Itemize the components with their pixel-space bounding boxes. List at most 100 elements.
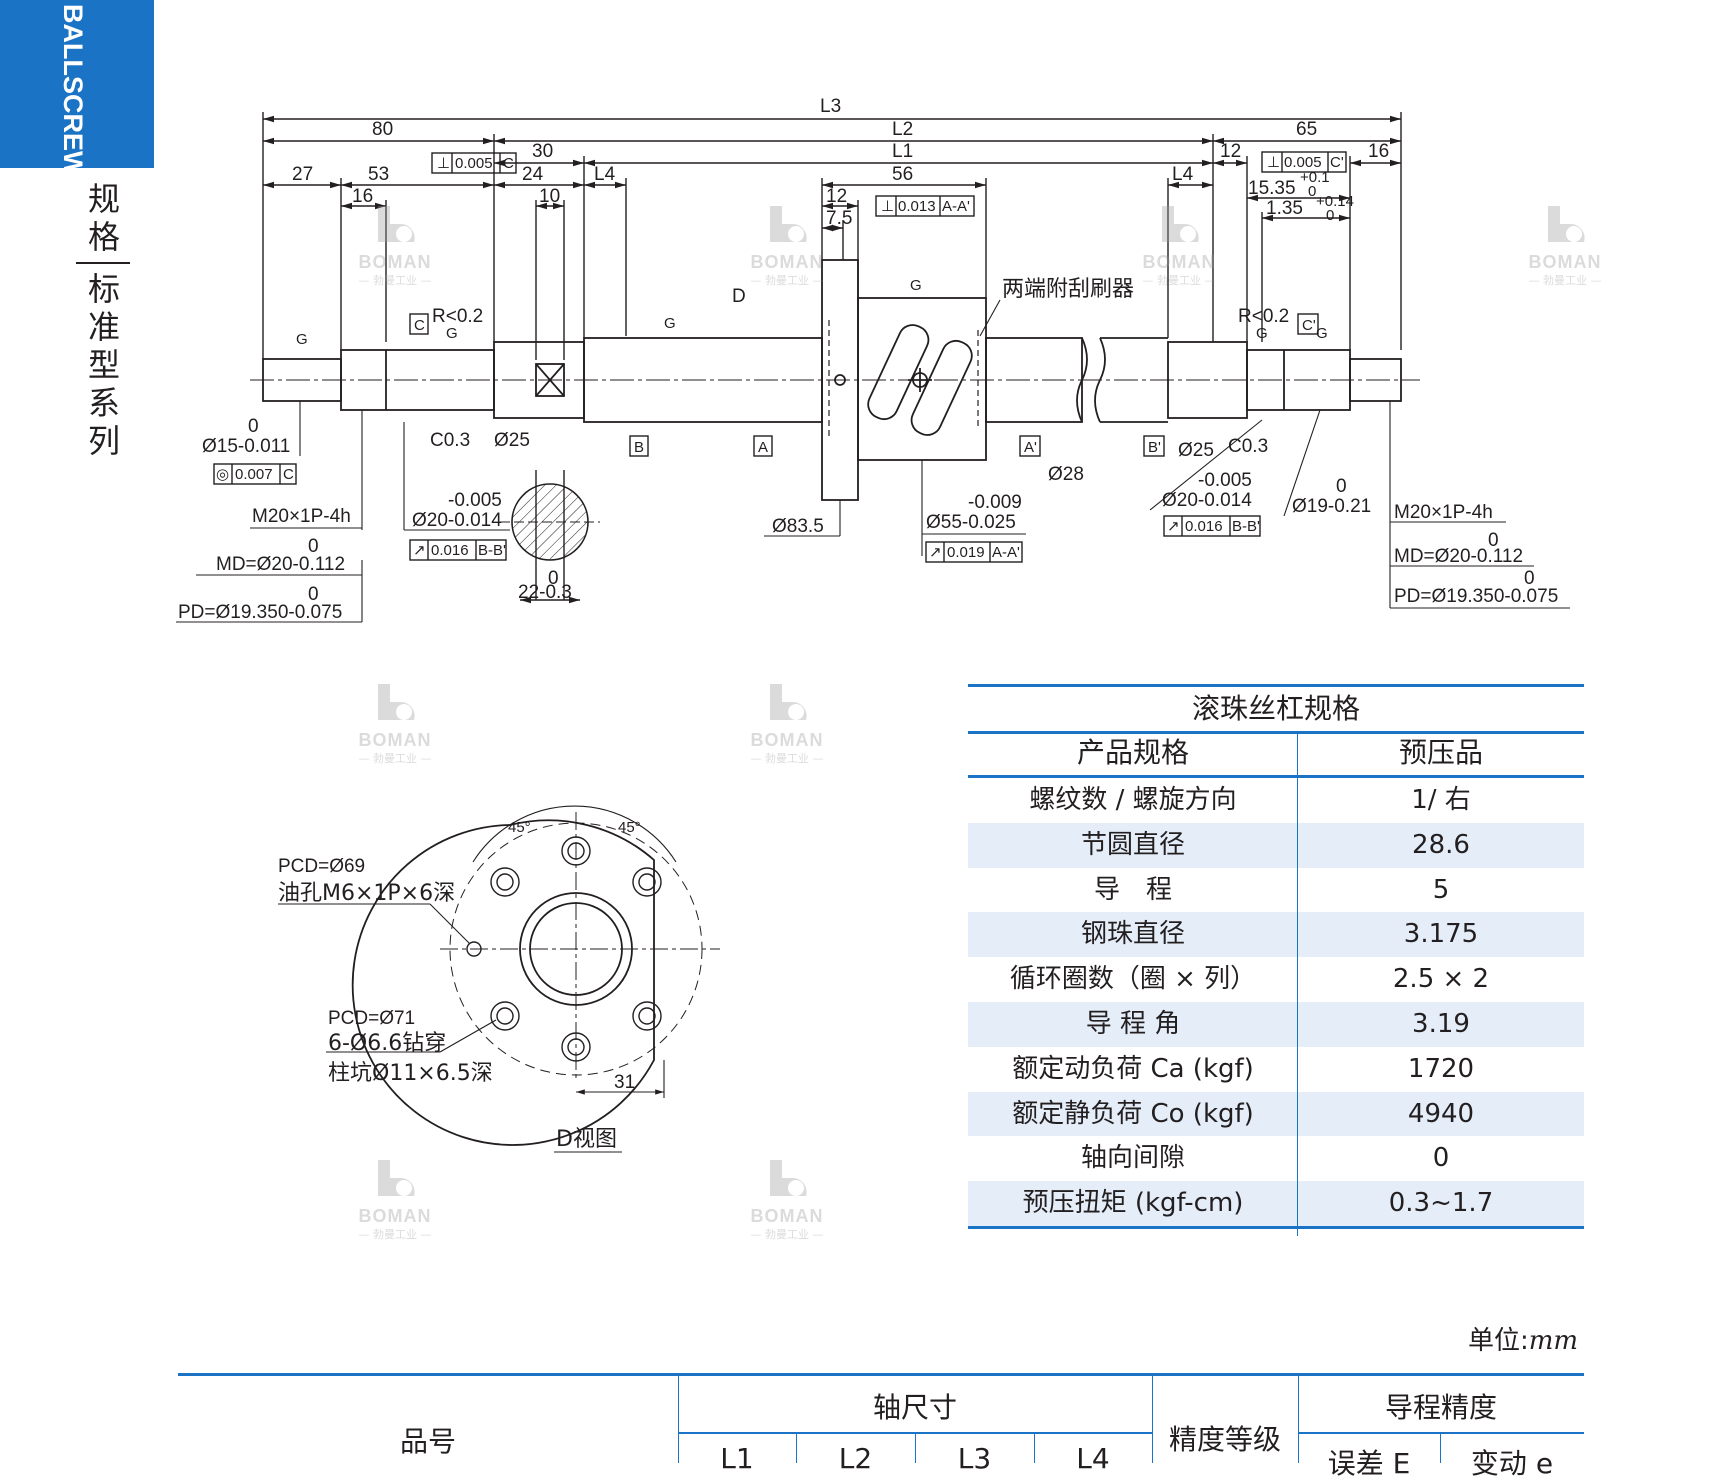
table-row: 额定动负荷 Ca (kgf)1720 xyxy=(1012,1053,1475,1084)
svg-text:45°: 45° xyxy=(508,819,531,836)
svg-text:24: 24 xyxy=(522,164,544,185)
svg-text:G: G xyxy=(296,331,308,348)
svg-text:C: C xyxy=(414,317,425,334)
table-divider xyxy=(1298,1432,1584,1434)
watermark-logo: BOMAN — 勃曼工业 — xyxy=(732,202,842,292)
table-divider xyxy=(1034,1434,1035,1463)
table-divider xyxy=(1152,1376,1153,1463)
ballscrew-drawing: L3 80 L2 65 30 L1 12 16 27 53 24 L4 56 L… xyxy=(176,96,1570,1153)
d-view-text: 45° 45° PCD=Ø69 油孔M6×1P×6深 PCD=Ø71 6-Ø6.… xyxy=(278,819,641,1152)
svg-text:-0.005: -0.005 xyxy=(448,490,502,511)
svg-text:6-Ø6.6钻穿: 6-Ø6.6钻穿 xyxy=(328,1031,446,1056)
svg-text:Ø25: Ø25 xyxy=(494,430,530,451)
boman-logo-icon xyxy=(378,684,415,720)
svg-text:↗: ↗ xyxy=(929,544,942,561)
svg-text:R<0.2: R<0.2 xyxy=(1238,306,1289,327)
svg-text:12: 12 xyxy=(1220,141,1241,162)
section-view xyxy=(500,470,600,604)
svg-text:L2: L2 xyxy=(892,119,913,140)
svg-text:16: 16 xyxy=(1368,141,1389,162)
header-l3: L3 xyxy=(957,1442,992,1475)
svg-text:PCD=Ø71: PCD=Ø71 xyxy=(328,1008,415,1029)
svg-text:0.016: 0.016 xyxy=(431,542,469,559)
table-row: 额定静负荷 Co (kgf)4940 xyxy=(968,1091,1584,1137)
svg-text:D: D xyxy=(732,286,746,307)
svg-text:Ø19-0.21: Ø19-0.21 xyxy=(1292,496,1371,517)
d-view xyxy=(278,805,720,1153)
svg-text:10: 10 xyxy=(539,186,560,207)
header-l1: L1 xyxy=(720,1442,754,1475)
svg-text:A': A' xyxy=(1024,439,1037,456)
svg-text:A: A xyxy=(758,439,768,456)
table-divider xyxy=(1440,1434,1441,1463)
svg-text:65: 65 xyxy=(1296,119,1317,140)
svg-text:0.016: 0.016 xyxy=(1185,518,1223,535)
table-divider xyxy=(1298,1376,1299,1463)
dimension-text: L3 80 L2 65 30 L1 12 16 27 53 24 L4 56 L… xyxy=(178,96,1558,623)
boman-logo-icon xyxy=(770,206,807,242)
watermark-logo: BOMAN — 勃曼工业 — xyxy=(732,680,842,770)
svg-text:7.5: 7.5 xyxy=(826,208,852,229)
svg-text:C: C xyxy=(503,155,514,172)
side-tab: BALLSCREWS xyxy=(0,0,154,195)
svg-text:B': B' xyxy=(1148,439,1161,456)
svg-text:B-B': B-B' xyxy=(478,542,506,559)
svg-text:G: G xyxy=(1256,325,1268,342)
svg-text:B: B xyxy=(634,439,644,456)
boman-logo-icon xyxy=(770,684,807,720)
dimension-lines xyxy=(262,112,1402,360)
svg-text:0.007: 0.007 xyxy=(235,466,273,483)
table-divider xyxy=(915,1434,916,1463)
svg-text:-0.005: -0.005 xyxy=(1198,470,1252,491)
spec-header-product: 产品规格 xyxy=(1076,736,1189,769)
svg-text:0: 0 xyxy=(308,584,319,605)
header-grade: 精度等级 xyxy=(1168,1423,1281,1456)
svg-text:0: 0 xyxy=(548,568,559,589)
svg-text:Ø83.5: Ø83.5 xyxy=(772,516,824,537)
svg-text:⊥: ⊥ xyxy=(1267,154,1280,171)
side-title-series: 标 准 型 系 列 xyxy=(87,270,120,460)
watermark-logo: BOMAN — 勃曼工业 — xyxy=(732,1156,842,1246)
svg-text:G: G xyxy=(910,277,922,294)
svg-text:G: G xyxy=(446,325,458,342)
boman-logo-icon xyxy=(378,206,415,242)
svg-text:G: G xyxy=(1316,325,1328,342)
svg-text:柱坑Ø11×6.5深: 柱坑Ø11×6.5深 xyxy=(328,1061,493,1086)
leader-lines xyxy=(176,299,1570,623)
svg-text:+0.1: +0.1 xyxy=(1300,169,1330,186)
tolerance-frames: ⊥ 0.005 C ⊥ 0.005 C' ⊥ 0.013 A-A' ◎ 0.00… xyxy=(213,151,1347,563)
svg-text:31: 31 xyxy=(614,1072,635,1093)
table-divider xyxy=(678,1376,679,1463)
svg-text:53: 53 xyxy=(368,164,389,185)
boman-logo-icon xyxy=(770,1160,807,1196)
header-lead-accuracy: 导程精度 xyxy=(1384,1391,1497,1424)
svg-text:56: 56 xyxy=(892,164,913,185)
svg-text:45°: 45° xyxy=(618,819,641,836)
svg-text:L3: L3 xyxy=(820,96,841,117)
svg-text:L1: L1 xyxy=(892,141,913,162)
watermark-logo: BOMAN — 勃曼工业 — xyxy=(340,1156,450,1246)
header-variation: 变动 e xyxy=(1470,1447,1554,1480)
svg-text:80: 80 xyxy=(372,119,393,140)
svg-text:C': C' xyxy=(1330,154,1344,171)
svg-text:1.35: 1.35 xyxy=(1266,198,1303,219)
spec-header-preload: 预压品 xyxy=(1398,736,1483,769)
svg-text:R<0.2: R<0.2 xyxy=(432,306,483,327)
header-error: 误差 E xyxy=(1327,1447,1411,1480)
svg-text:Ø15-0.011: Ø15-0.011 xyxy=(202,436,290,457)
svg-text:PCD=Ø69: PCD=Ø69 xyxy=(278,856,365,877)
svg-text:15.35: 15.35 xyxy=(1248,178,1296,199)
watermark-logo: BOMAN — 勃曼工业 — xyxy=(340,680,450,770)
svg-text:M20×1P-4h: M20×1P-4h xyxy=(252,506,351,527)
svg-text:◎: ◎ xyxy=(216,466,229,483)
spec-table-header: 产品规格 预压品 xyxy=(968,731,1584,778)
svg-text:MD=Ø20-0.112: MD=Ø20-0.112 xyxy=(1394,546,1523,567)
svg-text:0.005: 0.005 xyxy=(455,155,493,172)
watermark-logo: BOMAN — 勃曼工业 — xyxy=(1124,202,1234,292)
svg-text:0: 0 xyxy=(308,536,319,557)
